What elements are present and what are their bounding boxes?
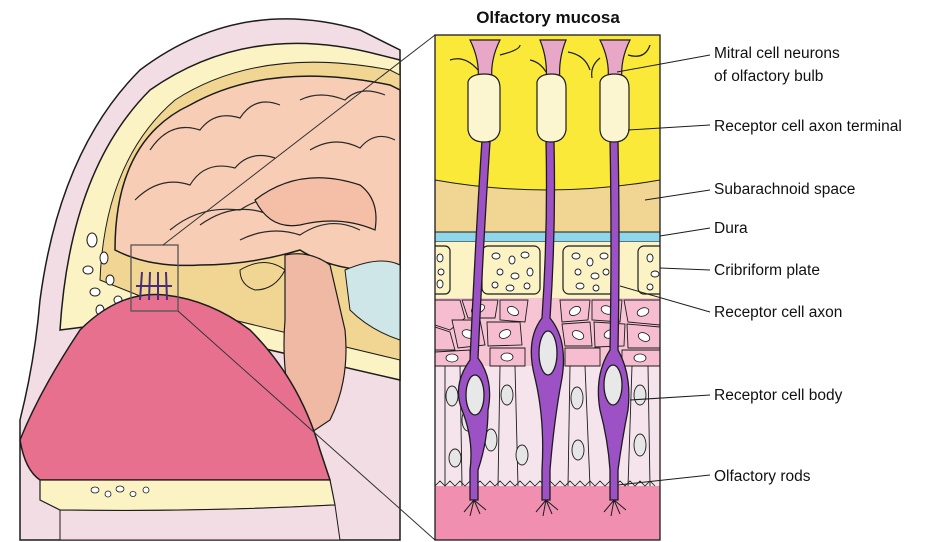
mucosa-panel (428, 35, 678, 540)
oral-region (60, 505, 340, 540)
palate (40, 480, 335, 510)
diagram-title: Olfactory mucosa (476, 8, 620, 27)
receptor-nucleus-3 (604, 365, 622, 405)
mitral-body-1 (468, 74, 500, 142)
label-cribriform: Cribriform plate (714, 262, 820, 279)
labels: Mitral cell neurons of olfactory bulb Re… (714, 45, 902, 485)
label-dura: Dura (714, 220, 748, 237)
leader-dura (660, 228, 710, 236)
mitral-body-3 (600, 74, 629, 142)
label-mitral-line2: of olfactory bulb (714, 68, 823, 85)
head-section (20, 19, 400, 540)
leader-cribriform (660, 268, 710, 270)
receptor-nucleus-1 (466, 375, 484, 415)
label-subarachnoid: Subarachnoid space (714, 181, 855, 198)
label-axon-terminal: Receptor cell axon terminal (714, 118, 902, 135)
label-rods: Olfactory rods (714, 468, 811, 485)
label-mitral-line1: Mitral cell neurons (714, 45, 840, 62)
label-cell-body: Receptor cell body (714, 387, 843, 404)
mitral-cells (450, 40, 650, 142)
label-axon: Receptor cell axon (714, 304, 842, 321)
receptor-nucleus-2 (539, 331, 557, 375)
mitral-body-2 (537, 74, 566, 142)
